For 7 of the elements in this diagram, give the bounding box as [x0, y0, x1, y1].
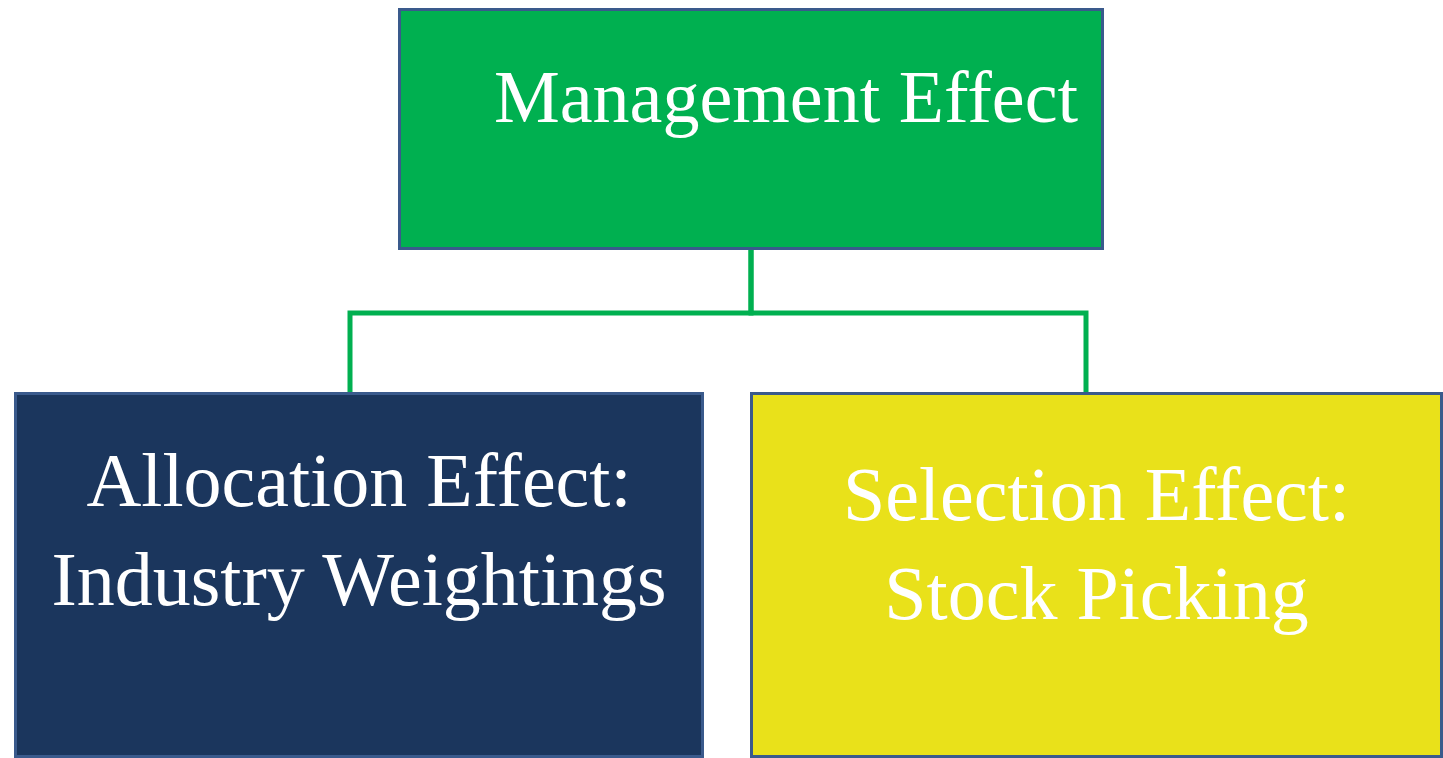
connector-line: [748, 250, 1089, 392]
process-box: [398, 8, 1104, 250]
box-label: Selection Effect: Stock Picking: [841, 451, 1352, 637]
process-box: [750, 392, 1443, 758]
box-label: Management Effect: [493, 55, 1079, 140]
box-label: Allocation Effect: Industry Weightings: [50, 437, 668, 623]
process-box: [14, 392, 704, 758]
